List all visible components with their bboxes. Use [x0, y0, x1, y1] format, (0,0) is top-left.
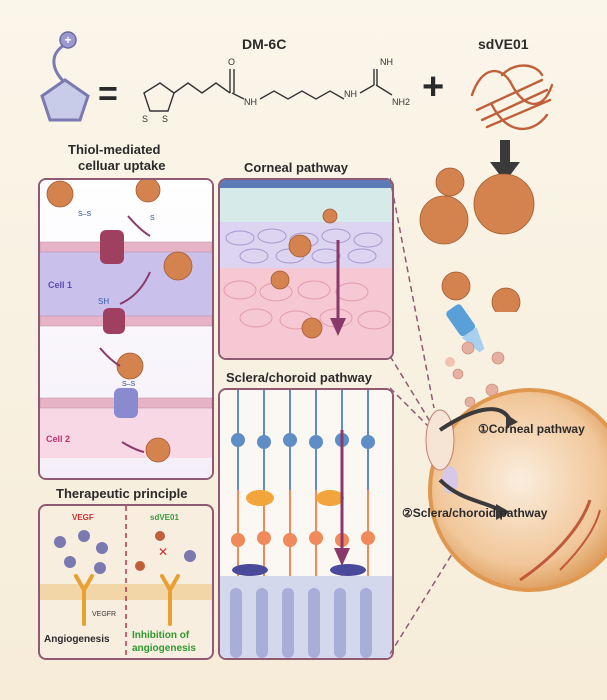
vegf-label: VEGF [72, 513, 94, 522]
atom-s1: S [142, 114, 148, 124]
eye-corneal-label: ①Corneal pathway [478, 422, 585, 436]
atom-o: O [228, 57, 235, 67]
sclera-illustration [220, 390, 392, 658]
corneal-title: Corneal pathway [244, 160, 349, 175]
cell1-label: Cell 1 [48, 280, 72, 290]
sclera-title: Sclera/choroid pathway [226, 370, 372, 385]
atom-nh1: NH [244, 97, 257, 107]
down-arrow-icon [490, 140, 520, 182]
eye-illustration [425, 388, 607, 592]
eye-dropper-icon [445, 304, 485, 367]
atom-nh2: NH [344, 89, 357, 99]
eye-sclera-label: ②Sclera/choroid pathway [402, 506, 548, 520]
nanoparticles-cluster [419, 167, 535, 312]
atom-nh3: NH [380, 57, 393, 67]
molecule-name: DM-6C [242, 36, 287, 52]
sh-label: SH [98, 297, 109, 306]
sclera-panel [218, 388, 394, 660]
corneal-panel [218, 178, 394, 360]
vegfr-label: VEGFR [92, 611, 116, 618]
disulfide-label-1: S–S [78, 211, 92, 218]
inhibition-label-line2: angiogenesis [132, 643, 196, 654]
molecule-structure: S S O NH NH NH NH2 [142, 57, 410, 124]
uptake-title-line1: Thiol-mediated [68, 142, 161, 157]
uptake-panel: Cell 1 Cell 2 SH S–S S–S S [38, 178, 214, 480]
therapeutic-panel: VEGF sdVE01 ✕ VEGFR Angiogenesis Inhibit… [38, 504, 214, 660]
atom-s2: S [162, 114, 168, 124]
inhibition-label-line1: Inhibition of [132, 630, 190, 641]
equals-sign: = [98, 75, 118, 113]
droplets [452, 341, 505, 408]
atom-nh2-group: NH2 [392, 97, 410, 107]
formula-row: + = DM-6C S S O NH NH NH NH2 + sdVE01 [0, 0, 607, 140]
sdve01-label: sdVE01 [150, 513, 179, 522]
cell2-label: Cell 2 [46, 434, 70, 444]
protein-name: sdVE01 [478, 36, 529, 52]
angiogenesis-label: Angiogenesis [44, 634, 110, 645]
uptake-title-line2: celluar uptake [78, 158, 166, 173]
protein-ribbon-icon [470, 64, 554, 130]
uptake-illustration: Cell 1 Cell 2 SH S–S S–S S [40, 180, 212, 478]
cationic-ring-icon: + [40, 31, 90, 122]
svg-text:+: + [64, 33, 71, 47]
blocked-icon: ✕ [158, 545, 168, 559]
therapeutic-title: Therapeutic principle [56, 486, 188, 501]
disulfide-label-2: S–S [122, 381, 136, 388]
plus-sign: + [422, 66, 445, 108]
sulfur-label: S [150, 215, 155, 222]
therapeutic-illustration: VEGF sdVE01 ✕ VEGFR Angiogenesis Inhibit… [40, 506, 212, 658]
corneal-illustration [220, 180, 392, 358]
